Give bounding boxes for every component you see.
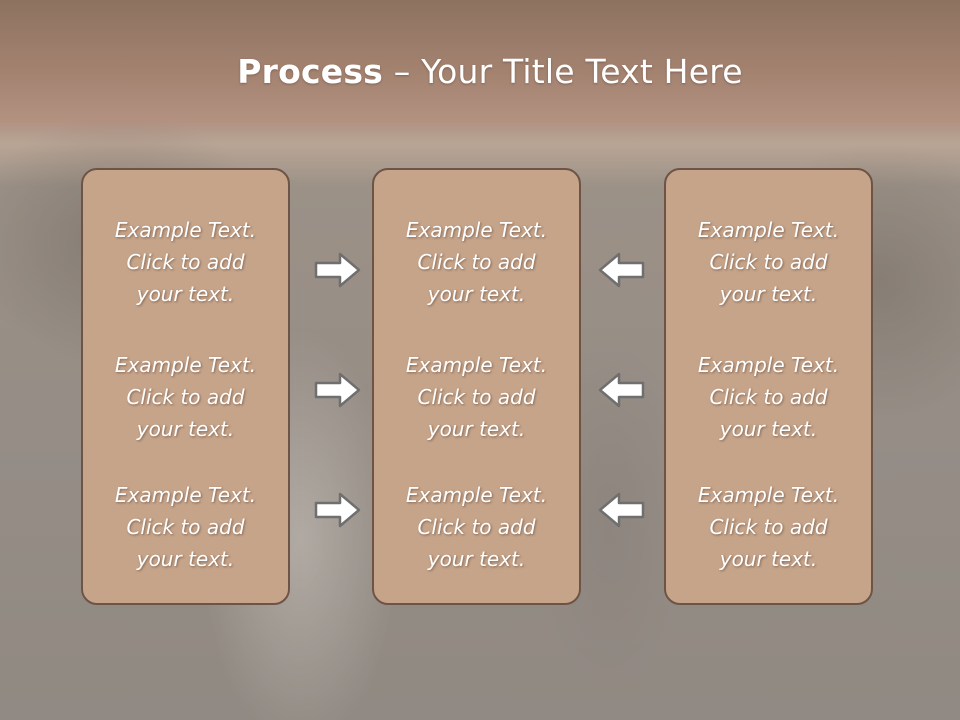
text-block[interactable]: Example Text. Click to add your text. bbox=[83, 349, 288, 445]
text-block[interactable]: Example Text. Click to add your text. bbox=[374, 349, 579, 445]
text-block[interactable]: Example Text. Click to add your text. bbox=[666, 479, 871, 575]
text-block[interactable]: Example Text. Click to add your text. bbox=[666, 214, 871, 310]
text-block[interactable]: Example Text. Click to add your text. bbox=[83, 214, 288, 310]
text-line: your text. bbox=[719, 547, 818, 571]
text-line: Example Text. bbox=[697, 483, 840, 507]
text-line: Example Text. bbox=[114, 218, 257, 242]
text-line: Example Text. bbox=[405, 483, 548, 507]
arrow-left-icon bbox=[598, 252, 645, 288]
text-line: Click to add bbox=[126, 250, 245, 274]
text-line: Click to add bbox=[126, 385, 245, 409]
text-line: your text. bbox=[427, 547, 526, 571]
text-block[interactable]: Example Text. Click to add your text. bbox=[83, 479, 288, 575]
text-line: Click to add bbox=[417, 385, 536, 409]
process-box-right[interactable]: Example Text. Click to add your text. Ex… bbox=[664, 168, 873, 605]
arrow-right-icon bbox=[314, 372, 361, 408]
text-line: your text. bbox=[136, 417, 235, 441]
arrow-right-icon bbox=[314, 252, 361, 288]
text-line: Example Text. bbox=[697, 353, 840, 377]
text-line: Click to add bbox=[126, 515, 245, 539]
title-rest: – Your Title Text Here bbox=[383, 52, 743, 91]
process-box-left[interactable]: Example Text. Click to add your text. Ex… bbox=[81, 168, 290, 605]
text-line: Click to add bbox=[417, 250, 536, 274]
arrow-right-icon bbox=[314, 492, 361, 528]
text-line: your text. bbox=[427, 417, 526, 441]
text-line: Click to add bbox=[709, 515, 828, 539]
text-line: your text. bbox=[719, 282, 818, 306]
title-bold: Process bbox=[237, 52, 384, 91]
text-line: Example Text. bbox=[114, 353, 257, 377]
text-line: Example Text. bbox=[405, 218, 548, 242]
text-line: Example Text. bbox=[114, 483, 257, 507]
arrow-left-icon bbox=[598, 492, 645, 528]
text-block[interactable]: Example Text. Click to add your text. bbox=[374, 214, 579, 310]
arrow-left-icon bbox=[598, 372, 645, 408]
process-box-center[interactable]: Example Text. Click to add your text. Ex… bbox=[372, 168, 581, 605]
text-line: your text. bbox=[136, 282, 235, 306]
text-line: your text. bbox=[136, 547, 235, 571]
text-block[interactable]: Example Text. Click to add your text. bbox=[666, 349, 871, 445]
text-line: your text. bbox=[719, 417, 818, 441]
page-title[interactable]: Process – Your Title Text Here bbox=[0, 52, 960, 91]
text-line: Example Text. bbox=[405, 353, 548, 377]
text-line: your text. bbox=[427, 282, 526, 306]
text-line: Click to add bbox=[417, 515, 536, 539]
text-line: Click to add bbox=[709, 385, 828, 409]
text-block[interactable]: Example Text. Click to add your text. bbox=[374, 479, 579, 575]
text-line: Example Text. bbox=[697, 218, 840, 242]
text-line: Click to add bbox=[709, 250, 828, 274]
